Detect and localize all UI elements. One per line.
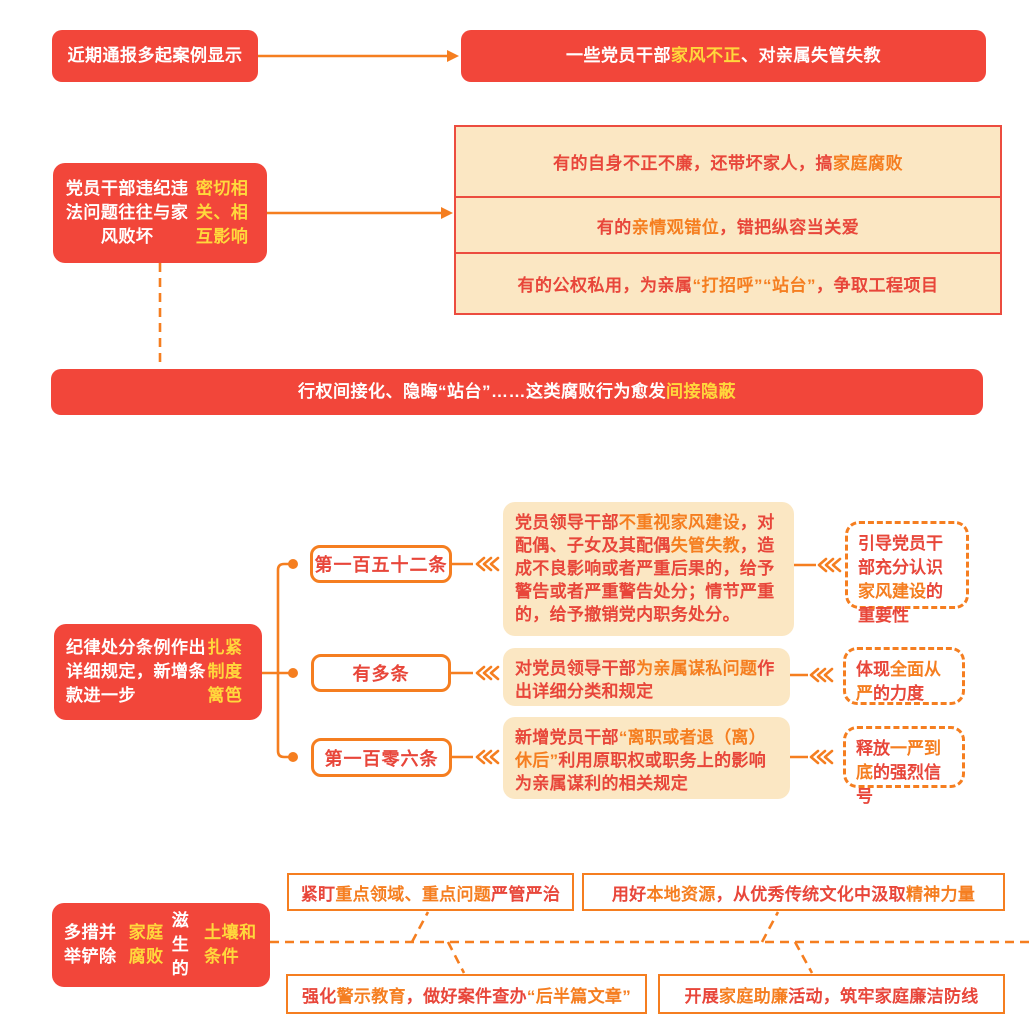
chevron-left-icon (809, 667, 834, 683)
text-segment: 失管失教 (670, 536, 740, 555)
text-segment: 亲情观错位 (631, 217, 720, 237)
examples-table: 有的自身不正不廉，还带坏家人，搞家庭腐败 有的亲情观错位，错把纵容当关爱 有的公… (454, 125, 1002, 315)
text-segment: 的力度 (873, 684, 924, 703)
measures-intro-box: 多措并举铲除家庭腐败滋生的土壤和条件 (52, 903, 270, 987)
text-segment: ，做好案件查办 (405, 986, 527, 1006)
text-segment: 一严到底 (856, 739, 941, 782)
text-segment: 体现 (856, 660, 890, 679)
article-content-106: 新增党员干部“离职或者退（离）休后”利用原职权或职务上的影响为亲属谋利的相关规定 (503, 717, 790, 799)
text-segment: 、对亲属失管失教 (741, 46, 881, 65)
text-segment: 作出详细分类和规定 (515, 659, 775, 701)
text-segment: ，对配偶、子女及其配偶 (515, 513, 775, 555)
chevron-left-icon (817, 557, 842, 573)
note-connector-row3 (790, 749, 834, 765)
text-segment: 警示教育 (336, 986, 406, 1006)
example-row-1: 有的自身不正不廉，还带坏家人，搞家庭腐败 (456, 127, 1000, 198)
text-segment: 多措并举铲除 (64, 923, 117, 966)
text-segment: 家庭腐败 (128, 923, 164, 966)
text-segment: 利用原职权或职务上的影响为亲属谋利的相关规定 (515, 751, 767, 793)
chevron-left-icon (475, 749, 500, 765)
text-segment: 扎紧制度篱笆 (207, 638, 243, 705)
text-segment: 引导党员干部充分认识 (858, 534, 943, 577)
text-segment: 的强烈信号 (856, 763, 941, 806)
note-connector-row1 (794, 557, 842, 573)
text-segment: ，争取工程项目 (816, 276, 939, 295)
text-segment: 土壤和条件 (204, 923, 257, 966)
note-connector-row2 (790, 667, 834, 683)
text-segment: 新增党员干部 (515, 728, 619, 747)
text-segment: 一些党员干部 (566, 46, 671, 65)
article-label-152: 第一百五十二条 (310, 545, 452, 583)
measure-box-1: 紧盯重点领域、重点问题严管严治 (287, 873, 574, 911)
text-segment: “打招呼”“站台” (692, 276, 816, 295)
text-segment: 间接隐蔽 (666, 382, 736, 401)
text-segment: ，错把纵容当关爱 (719, 217, 860, 237)
text-segment: 对党员领导干部 (515, 659, 637, 678)
conclusion-bar: 行权间接化、隐晦“站台”……这类腐败行为愈发间接隐蔽 (51, 369, 983, 415)
text-segment: “离职或者退（离）休后” (515, 728, 767, 770)
case-source-box: 近期通报多起案例显示 (52, 30, 258, 82)
text-segment: 为亲属谋私问题 (636, 659, 758, 678)
text-segment: 释放 (856, 739, 890, 758)
example-row-3: 有的公权私用，为亲属“打招呼”“站台”，争取工程项目 (456, 254, 1000, 313)
arrow-source-to-result (258, 50, 459, 62)
text-segment: 党员干部违纪违法问题往往与家风败坏 (65, 179, 189, 246)
text-segment: 的重要性 (858, 582, 943, 625)
text-segment: 不重视家风建设 (618, 513, 740, 532)
text-segment: 全面从严 (856, 660, 941, 703)
text-segment: 开展 (684, 986, 720, 1006)
article-content-152: 党员领导干部不重视家风建设，对配偶、子女及其配偶失管失教，造成不良影响或者严重后… (503, 502, 794, 636)
text-segment: 近期通报多起案例显示 (67, 46, 243, 65)
text-segment: 滋生的 (171, 911, 190, 978)
regulation-intro-box: 纪律处分条例作出详细规定，新增条款进一步扎紧制度篱笆 (54, 624, 262, 720)
article-content-multi: 对党员领导干部为亲属谋私问题作出详细分类和规定 (503, 648, 790, 706)
measure-box-4: 开展家庭助廉活动，筑牢家庭廉洁防线 (658, 974, 1005, 1014)
text-segment: 精神力量 (905, 884, 976, 904)
text-segment: 行权间接化、隐晦“站台”……这类腐败行为愈发 (298, 382, 666, 401)
text-segment: “后半篇文章” (526, 986, 632, 1006)
text-segment: 密切相关、相互影响 (195, 179, 249, 246)
text-segment: 用好 (611, 884, 647, 904)
chevron-left-icon (475, 665, 500, 681)
text-segment: 严管严治 (491, 884, 561, 904)
measures-dashed-connectors (270, 911, 1029, 974)
article-bracket (262, 559, 298, 762)
text-segment: 有的 (596, 217, 632, 237)
text-segment: 家风不正 (671, 46, 741, 65)
article-label-106: 第一百零六条 (311, 738, 452, 777)
case-result-box: 一些党员干部家风不正、对亲属失管失教 (461, 30, 986, 82)
cause-box: 党员干部违纪违法问题往往与家风败坏密切相关、相互影响 (53, 163, 267, 263)
text-segment: 有的自身不正不廉，还带坏家人，搞 (553, 154, 833, 173)
text-segment: 家庭腐败 (833, 154, 903, 173)
label-connector-row2 (451, 665, 500, 681)
text-segment: 家风建设 (858, 582, 926, 601)
text-segment: ，从优秀传统文化中汲取 (715, 884, 906, 904)
text-segment: 紧盯 (300, 884, 336, 904)
text-segment: 家庭助廉 (719, 986, 789, 1006)
text-segment: ，造成不良影响或者严重后果的，给予警告或者严重警告处分；情节严重的，给予撤销党内… (515, 536, 775, 624)
article-note-152: 引导党员干部充分认识家风建设的重要性 (845, 521, 969, 625)
measure-box-3: 强化警示教育，做好案件查办“后半篇文章” (286, 974, 647, 1014)
example-row-2: 有的亲情观错位，错把纵容当关爱 (456, 198, 1000, 254)
article-note-multi: 体现全面从严的力度 (843, 647, 965, 705)
chevron-left-icon (475, 556, 500, 572)
label-connector-row1 (452, 556, 500, 572)
article-note-106: 释放一严到底的强烈信号 (843, 726, 965, 806)
text-segment: 活动，筑牢家庭廉洁防线 (788, 986, 979, 1006)
arrow-cause-to-examples (267, 207, 453, 219)
label-connector-row3 (452, 749, 500, 765)
text-segment: 有的公权私用，为亲属 (517, 276, 693, 295)
text-segment: 重点领域、重点问题 (335, 884, 492, 904)
article-label-multi: 有多条 (311, 654, 451, 692)
measure-box-2: 用好本地资源，从优秀传统文化中汲取精神力量 (582, 873, 1005, 911)
text-segment: 本地资源 (646, 884, 716, 904)
text-segment: 强化 (301, 986, 337, 1006)
text-segment: 党员领导干部 (515, 513, 619, 532)
chevron-left-icon (809, 749, 834, 765)
text-segment: 纪律处分条例作出详细规定，新增条款进一步 (66, 638, 206, 705)
